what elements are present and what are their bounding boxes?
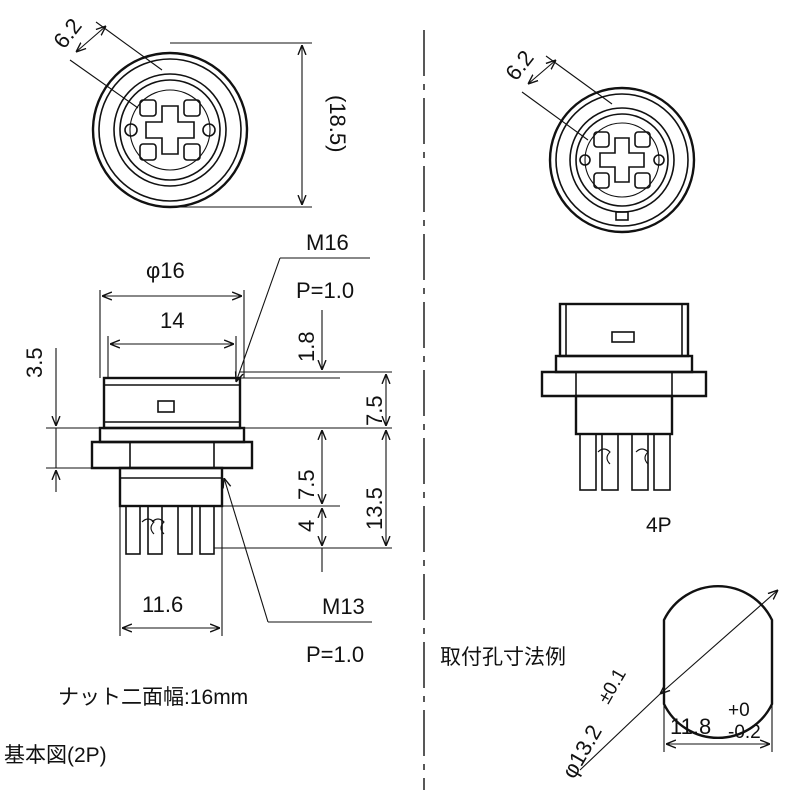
dim-7-5-mid: 7.5 [294, 469, 319, 500]
left-side-view: φ16 14 M16 P=1.0 3.5 1.8 7.5 7.5 [4, 230, 392, 767]
dim-width-14: 14 [160, 308, 184, 333]
thread-outer-pitch: P=1.0 [296, 278, 354, 303]
mounting-hole-view: 取付孔寸法例 φ13.2 ±0.1 11.8 +0 -0.2 [440, 585, 778, 783]
dim-face-height: (18.5) [325, 95, 350, 152]
dim-3-5: 3.5 [22, 347, 47, 378]
thread-inner-pitch: P=1.0 [306, 642, 364, 667]
mounting-hole-title: 取付孔寸法例 [440, 646, 566, 669]
hole-flat-width: 11.8 [670, 714, 711, 739]
basic-drawing-caption: 基本図(2P) [4, 744, 107, 767]
solder-pins [125, 505, 215, 555]
pin-cluster [124, 99, 216, 161]
dim-width-11-6: 11.6 [142, 592, 183, 617]
right-front-view: 6.2 [500, 46, 696, 234]
thread-inner: M13 [322, 594, 365, 619]
dim-4: 4 [294, 520, 319, 532]
dim-diameter: φ16 [146, 258, 185, 283]
hole-diameter-tol: ±0.1 [594, 665, 631, 707]
dim-1-8: 1.8 [294, 331, 319, 362]
thread-outer: M16 [306, 230, 349, 255]
hole-flat-tol-upper: +0 [728, 700, 750, 721]
dim-13-5: 13.5 [362, 487, 387, 530]
hole-flat-tol-lower: -0.2 [728, 722, 761, 743]
dim-7-5-top: 7.5 [362, 395, 387, 426]
nut-width-note: ナット二面幅:16mm [58, 686, 248, 709]
right-side-view: 4P [540, 302, 708, 537]
4p-caption: 4P [646, 514, 672, 537]
left-front-view: 6.2 (18.5) [48, 14, 350, 209]
